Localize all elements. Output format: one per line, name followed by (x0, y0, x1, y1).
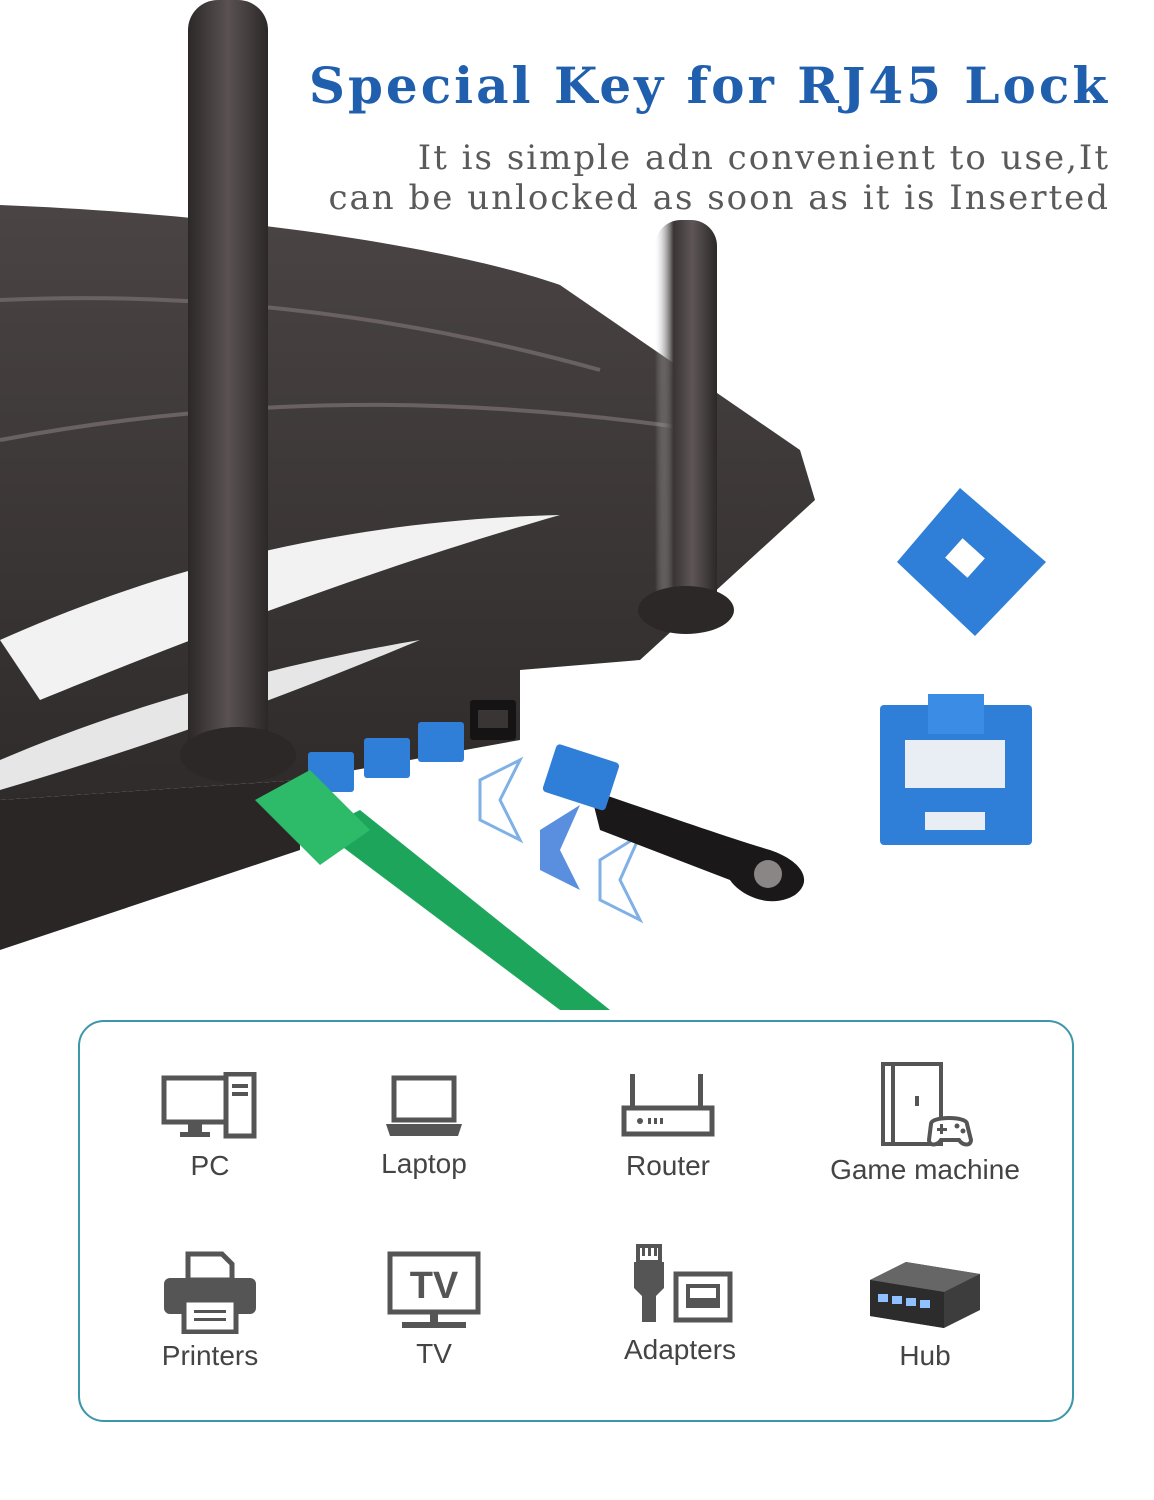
hub-icon (870, 1262, 980, 1328)
device-laptop: Laptop (304, 1072, 544, 1180)
page-title: Special Key for RJ45 Lock (308, 56, 1110, 115)
device-pc: PC (90, 1072, 330, 1182)
tv-icon: TV (387, 1251, 481, 1328)
device-adapters: Adapters (560, 1244, 800, 1366)
device-label-hub: Hub (899, 1340, 951, 1371)
device-label-laptop: Laptop (381, 1148, 467, 1179)
device-game-machine: Game machine (805, 1062, 1045, 1186)
tv-icon-text: TV (410, 1265, 459, 1307)
pc-icon (161, 1072, 257, 1139)
rj45-lock-large (880, 694, 1032, 845)
page-subtitle: It is simple adn convenient to use,It ca… (290, 138, 1110, 218)
router-icon (621, 1074, 715, 1137)
adapter-icon (634, 1244, 733, 1323)
device-hub: Hub (805, 1258, 1045, 1372)
device-printers: Printers (90, 1250, 330, 1372)
insert-arrow-icons (478, 756, 644, 924)
printer-icon (164, 1251, 256, 1334)
laptop-icon (386, 1075, 462, 1136)
device-label-pc: PC (190, 1150, 230, 1181)
device-label-adapters: Adapters (623, 1334, 737, 1365)
subtitle-line-2: can be unlocked as soon as it is Inserte… (328, 178, 1110, 218)
device-router: Router (548, 1072, 788, 1182)
compatible-devices-card: PC Laptop Router G (78, 1020, 1074, 1422)
device-label-printers: Printers (161, 1340, 259, 1371)
device-label-router: Router (625, 1150, 711, 1181)
antenna-right (655, 220, 717, 620)
rj45-key (542, 744, 805, 902)
green-cable (255, 770, 610, 1010)
product-scene (0, 0, 1046, 1010)
antenna-left (188, 0, 268, 770)
ethernet-ports (308, 700, 516, 792)
device-label-game-machine: Game machine (830, 1154, 1020, 1185)
device-tv: TV TV (314, 1250, 554, 1370)
rj45-lock-small (897, 488, 1046, 636)
device-label-tv: TV (416, 1338, 452, 1369)
subtitle-line-1: It is simple adn convenient to use,It (417, 138, 1110, 178)
game-machine-icon (881, 1062, 973, 1147)
